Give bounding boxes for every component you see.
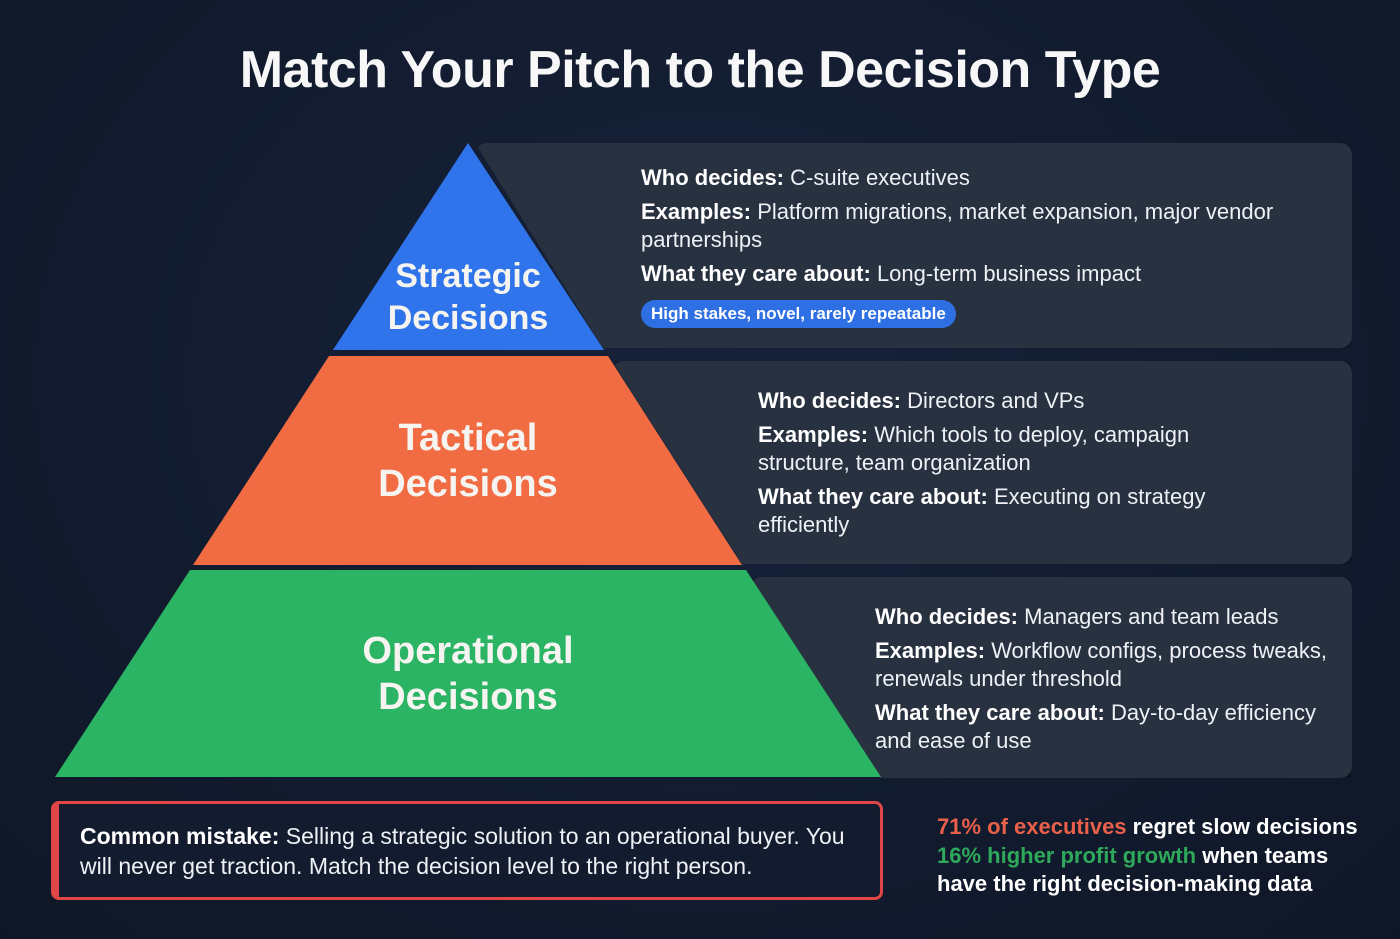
operational-tier-label: Operational Decisions (318, 628, 618, 720)
who-decides-value: Managers and team leads (1024, 604, 1279, 629)
examples-label: Examples: (875, 638, 986, 663)
examples-label: Examples: (641, 199, 752, 224)
who-decides-value: C-suite executives (790, 165, 970, 190)
tier-label-line: Strategic (395, 257, 541, 295)
tactical-info-panel (612, 361, 1352, 564)
common-mistake-text: Selling a strategic solution to an opera… (80, 823, 845, 879)
care-about-label: What they care about: (875, 700, 1105, 725)
strategic-tier (333, 143, 604, 350)
care-about-label: What they care about: (758, 484, 988, 509)
who-decides-value: Directors and VPs (907, 388, 1085, 413)
care-about-label: What they care about: (641, 261, 871, 286)
tier-label-line: Decisions (387, 299, 549, 337)
examples-label: Examples: (758, 422, 869, 447)
who-decides-row: Who decides: Managers and team leads (875, 603, 1345, 631)
stat-highlight: 16% higher profit growth (937, 842, 1197, 868)
who-decides-row: Who decides: Directors and VPs (758, 387, 1278, 415)
stakes-badge: High stakes, novel, rarely repeatable (641, 300, 956, 328)
stat-profit-growth: 16% higher profit growth when teams have… (937, 842, 1377, 899)
care-about-row: What they care about: Day-to-day efficie… (875, 699, 1345, 755)
examples-row: Examples: Which tools to deploy, campaig… (758, 421, 1278, 477)
common-mistake-label: Common mistake: (80, 823, 280, 849)
strategic-tier-label: Strategic Decisions (368, 255, 568, 339)
who-decides-label: Who decides: (641, 165, 785, 190)
examples-value: Which tools to deploy, campaign structur… (758, 422, 1190, 475)
examples-value: Platform migrations, market expansion, m… (641, 199, 1274, 252)
stat-highlight: 71% of executives (937, 814, 1127, 839)
tier-label-line: Decisions (378, 463, 558, 505)
care-about-value: Executing on strategy efficiently (758, 484, 1206, 537)
examples-row: Examples: Workflow configs, process twea… (875, 637, 1345, 693)
statistics-block: 71% of executives regret slow decisions … (937, 813, 1377, 899)
care-about-value: Long-term business impact (876, 261, 1142, 286)
tactical-tier-label: Tactical Decisions (318, 415, 618, 507)
examples-row: Examples: Platform migrations, market ex… (641, 198, 1281, 254)
care-about-value: Day-to-day efficiency and ease of use (875, 700, 1316, 753)
tier-label-line: Operational (362, 630, 574, 672)
tier-label-line: Decisions (378, 676, 558, 718)
strategic-details: Who decides: C-suite executives Examples… (641, 164, 1281, 328)
examples-value: Workflow configs, process tweaks, renewa… (875, 638, 1328, 691)
who-decides-row: Who decides: C-suite executives (641, 164, 1281, 192)
care-about-row: What they care about: Executing on strat… (758, 483, 1278, 539)
who-decides-label: Who decides: (758, 388, 902, 413)
page-title: Match Your Pitch to the Decision Type (239, 41, 1161, 99)
tactical-tier (193, 356, 742, 565)
common-mistake-callout: Common mistake: Selling a strategic solu… (51, 801, 883, 900)
stat-executives-regret: 71% of executives regret slow decisions (937, 813, 1377, 842)
tier-label-line: Tactical (398, 417, 538, 459)
who-decides-label: Who decides: (875, 604, 1019, 629)
tactical-details: Who decides: Directors and VPs Examples:… (758, 387, 1278, 545)
operational-details: Who decides: Managers and team leads Exa… (875, 603, 1345, 761)
care-about-row: What they care about: Long-term business… (641, 260, 1281, 288)
stat-text: regret slow decisions (1132, 814, 1358, 839)
stat-text: when teams have the right decision-makin… (937, 842, 1329, 897)
operational-tier (55, 570, 881, 777)
